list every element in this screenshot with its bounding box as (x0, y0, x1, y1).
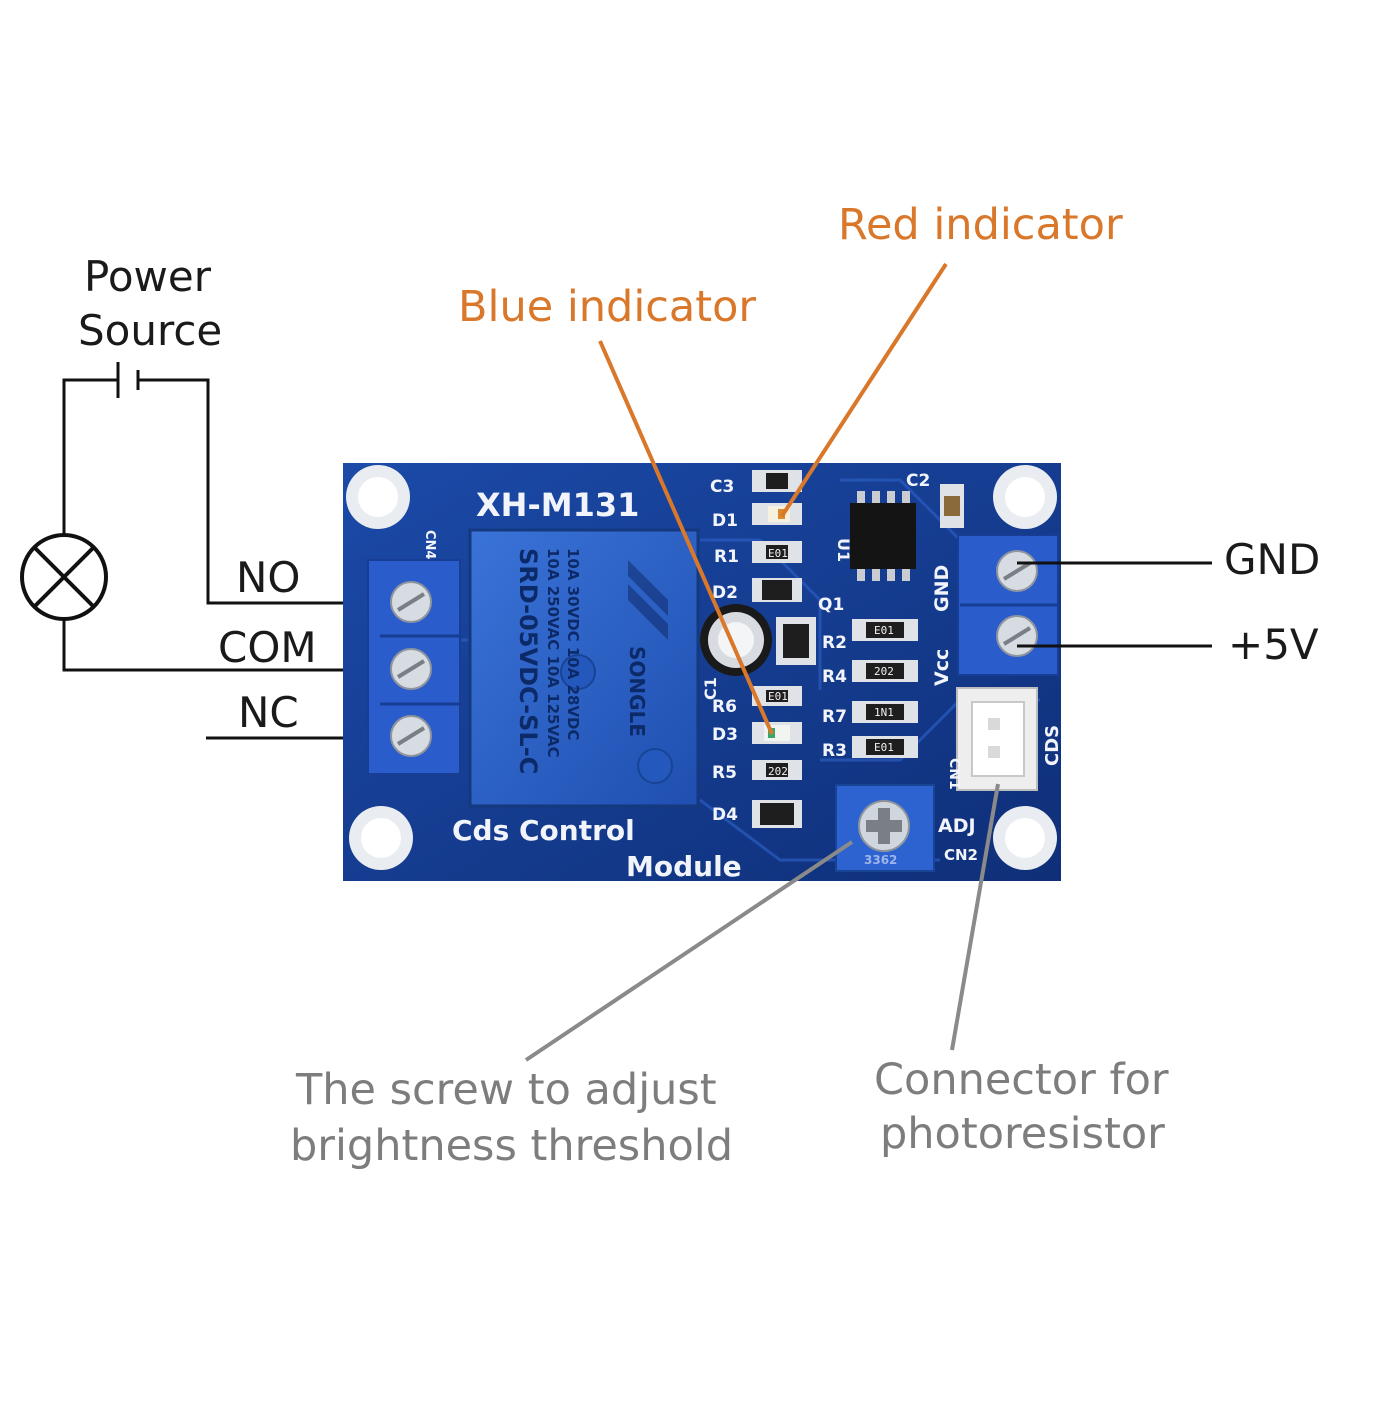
silk-cn1: CN1 (946, 758, 962, 790)
board-name-line1: Cds Control (452, 814, 635, 847)
code-r3: E01 (874, 741, 894, 754)
plus5v-label: +5V (1228, 620, 1319, 669)
red-indicator-callout (780, 262, 948, 518)
silk-r7: R7 (822, 707, 847, 727)
code-r6: E01 (768, 690, 788, 703)
silk-r4: R4 (822, 667, 847, 687)
silk-d2: D2 (712, 583, 738, 603)
silk-r2: R2 (822, 633, 847, 653)
relay-markings: SRD-05VDC-SL-C 10A 250VAC 10A 125VAC 10A… (514, 548, 649, 774)
silk-gnd: GND (931, 565, 953, 612)
pin-leader-lines (1017, 561, 1212, 648)
gnd-label: GND (1224, 535, 1321, 584)
board-model: XH-M131 (476, 486, 639, 524)
code-r4: 202 (874, 665, 894, 678)
comparator-ic (850, 491, 916, 581)
adjust-screw-label-line2: brightness threshold (290, 1121, 734, 1171)
capacitor-c1 (700, 604, 772, 676)
relay-rating-2: 10A 30VDC 10A 28VDC (564, 548, 582, 741)
com-label: COM (218, 623, 317, 672)
adjust-screw-callout (524, 840, 854, 1062)
silk-r3: R3 (822, 741, 847, 761)
nc-label: NC (238, 688, 299, 737)
silkscreen-labels: XH-M131 Cds Control Module C3 D1 R1 D2 Q… (422, 471, 1063, 883)
silk-r5: R5 (712, 763, 737, 783)
photoresistor-label-line1: Connector for (874, 1055, 1169, 1105)
adjust-screw-label-line1: The screw to adjust (296, 1065, 717, 1115)
lamp-symbol (20, 533, 108, 621)
code-r1: E01 (768, 547, 788, 560)
silk-vcc: Vcc (931, 649, 953, 686)
pcb-board (343, 463, 1061, 881)
code-r7: 1N1 (874, 706, 894, 719)
silk-d1: D1 (712, 511, 738, 531)
silk-pot: 3362 (864, 853, 897, 867)
threshold-potentiometer (835, 784, 935, 872)
mounting-holes (346, 465, 1057, 870)
power-source-label-line2: Source (78, 306, 223, 355)
callout-lines (524, 262, 1000, 1062)
no-label: NO (236, 553, 301, 602)
silk-d3: D3 (712, 725, 738, 745)
silk-r6: R6 (712, 697, 737, 717)
blue-indicator-label: Blue indicator (458, 282, 757, 332)
silk-c3: C3 (710, 477, 734, 497)
silk-cds: CDS (1042, 725, 1063, 766)
relay-rating-1: 10A 250VAC 10A 125VAC (544, 548, 562, 758)
relay-brand: SONGLE (625, 646, 649, 737)
power-screw-terminal (957, 534, 1059, 676)
photoresistor-callout (950, 783, 1000, 1051)
silk-c2: C2 (906, 471, 930, 491)
code-r2: E01 (874, 624, 894, 637)
silk-cn2: CN2 (944, 846, 978, 864)
silk-q1: Q1 (818, 595, 844, 615)
silk-c1: C1 (701, 677, 720, 700)
red-indicator-label: Red indicator (838, 200, 1123, 250)
board-name-line2: Module (626, 850, 742, 883)
blue-indicator-callout (598, 340, 774, 735)
silk-u1: U1 (834, 538, 853, 562)
relay-model: SRD-05VDC-SL-C (514, 548, 542, 774)
silk-cn4: CN4 (422, 530, 437, 559)
relay: SRD-05VDC-SL-C 10A 250VAC 10A 125VAC 10A… (468, 528, 700, 808)
silk-adj: ADJ (938, 815, 976, 837)
relay-screw-terminal (367, 559, 461, 775)
power-source-label-line1: Power (84, 252, 211, 301)
resistor-codes: E01 E01 202 1N1 E01 202 E01 (768, 547, 894, 778)
silk-d4: D4 (712, 805, 738, 825)
power-circuit-wiring (62, 362, 392, 740)
photoresistor-connector (956, 687, 1038, 791)
photoresistor-label-line2: photoresistor (880, 1109, 1165, 1159)
code-r5: 202 (768, 765, 788, 778)
smd-components (752, 470, 964, 828)
silk-r1: R1 (714, 547, 739, 567)
